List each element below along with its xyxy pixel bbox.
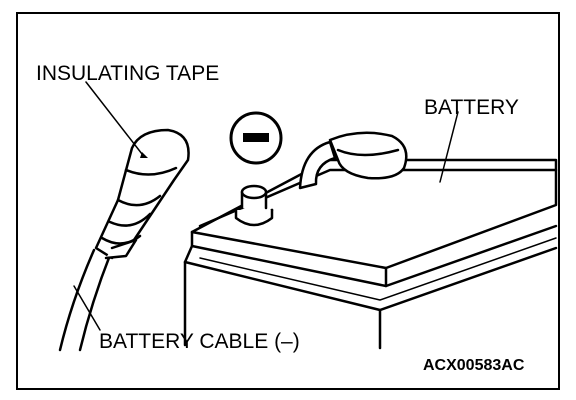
battery-terminal-post (234, 184, 274, 227)
battery-terminal-clamp (298, 131, 408, 190)
label-insulating-tape: INSULATING TAPE (36, 62, 220, 85)
minus-sign-icon (229, 111, 283, 165)
figure-code: ACX00583AC (423, 357, 525, 374)
label-battery-cable: BATTERY CABLE (–) (99, 330, 300, 353)
diagram-frame (16, 12, 560, 390)
leader-lines (73, 81, 459, 331)
battery-body (183, 158, 558, 350)
battery-cable (58, 128, 190, 352)
label-battery: BATTERY (424, 96, 519, 119)
